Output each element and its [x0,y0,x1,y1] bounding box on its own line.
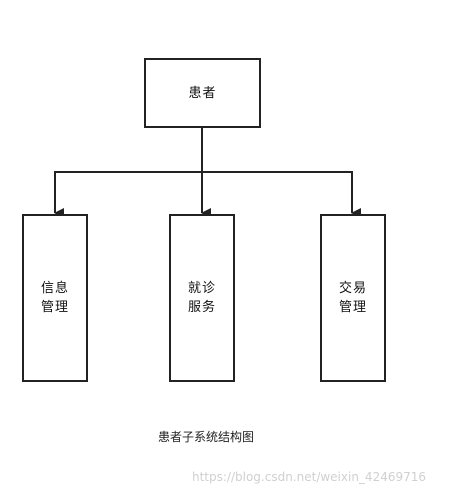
child-node-label: 就诊服务 [187,281,216,315]
root-node-label: 患者 [188,85,217,101]
child-node-medical-service: 就诊服务 [169,214,235,382]
child-node-transaction-management: 交易管理 [320,214,386,382]
child-node-label: 信息管理 [40,281,69,315]
root-node-patient: 患者 [144,58,261,128]
child-node-label: 交易管理 [338,281,367,315]
diagram-caption: 患者子系统结构图 [157,430,254,444]
watermark-url: https://blog.csdn.net/weixin_42469716 [192,470,427,484]
child-node-info-management: 信息管理 [22,214,88,382]
